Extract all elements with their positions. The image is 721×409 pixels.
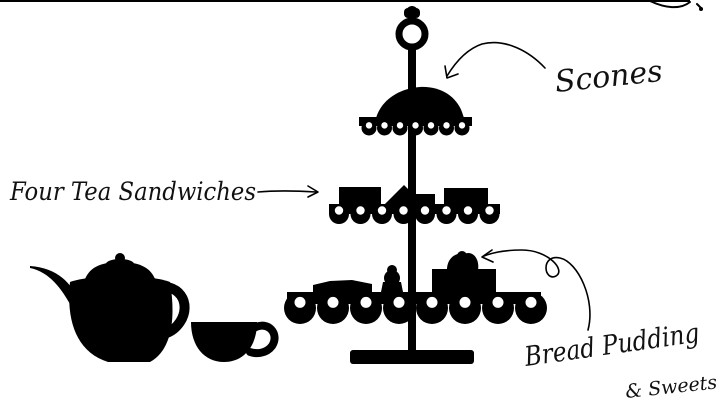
bottom-tier-scallop	[416, 292, 448, 324]
middle-tier-scallop-hole	[463, 206, 473, 215]
bottom-tier-scallop-hole	[459, 296, 471, 308]
bottom-tier-scallop-hole	[492, 296, 504, 308]
scone	[376, 86, 464, 118]
bottom-tier-scallop	[482, 292, 514, 324]
middle-tier-scallop-hole	[377, 206, 387, 215]
bottom-tier-scallop-hole	[360, 296, 372, 308]
label-four-tea-sandwiches: Four Tea Sandwiches	[9, 177, 256, 206]
bottom-tier-scallop	[350, 292, 382, 324]
middle-tier-scallop-hole	[334, 206, 344, 215]
stand-finial-ring	[395, 17, 429, 51]
stand-bottom-tier	[284, 292, 547, 324]
top-tier-scallop-hole	[396, 122, 404, 129]
top-tier-scallop-hole	[458, 122, 466, 129]
middle-tier-scallop-hole	[442, 206, 451, 215]
label-bread-pudding: Bread Pudding	[522, 318, 701, 373]
top-tier-scallop-hole	[381, 122, 388, 129]
sweets-arrow	[483, 249, 591, 331]
bottom-tier-scallop	[317, 292, 349, 324]
top-tier-scallop-hole	[427, 122, 435, 129]
bottom-tier-scallop-hole	[426, 296, 438, 308]
bottom-tier-scallop	[383, 292, 415, 324]
top-tier-scallop-hole	[412, 122, 419, 129]
teapot	[30, 253, 190, 362]
stand-middle-tier	[329, 204, 500, 224]
middle-tier-scallop-hole	[356, 206, 365, 215]
bottom-tier-scallop	[284, 292, 316, 324]
tea-sandwiches	[339, 185, 488, 205]
middle-tier-scallop-hole	[485, 206, 494, 215]
sandwiches-arrow	[257, 190, 317, 193]
bottom-tier-scallop	[515, 292, 547, 324]
bottom-tier-scallop-hole	[327, 296, 339, 308]
middle-tier-scallop-hole	[399, 206, 408, 215]
bottom-tier-scallop-hole	[294, 296, 306, 308]
middle-tier-scallop-hole	[420, 206, 430, 215]
label-scones: Scones	[553, 54, 664, 100]
stand-base	[350, 350, 474, 364]
top-tier-scallop-hole	[443, 122, 450, 129]
stand-top-tier	[359, 117, 472, 136]
top-border-flourish	[649, 0, 703, 10]
bottom-tier-scallop	[449, 292, 481, 324]
top-border-dot	[699, 7, 703, 11]
bottom-tier-scallop-hole	[525, 296, 537, 308]
teacup	[191, 321, 279, 362]
top-tier-scallop-hole	[365, 122, 373, 129]
label-and-sweets: & Sweets	[624, 371, 718, 403]
bread-pudding-and-sweets	[313, 251, 496, 292]
scones-arrow	[446, 41, 546, 77]
cake-stand	[284, 6, 547, 364]
bottom-tier-scallop-hole	[393, 296, 405, 308]
